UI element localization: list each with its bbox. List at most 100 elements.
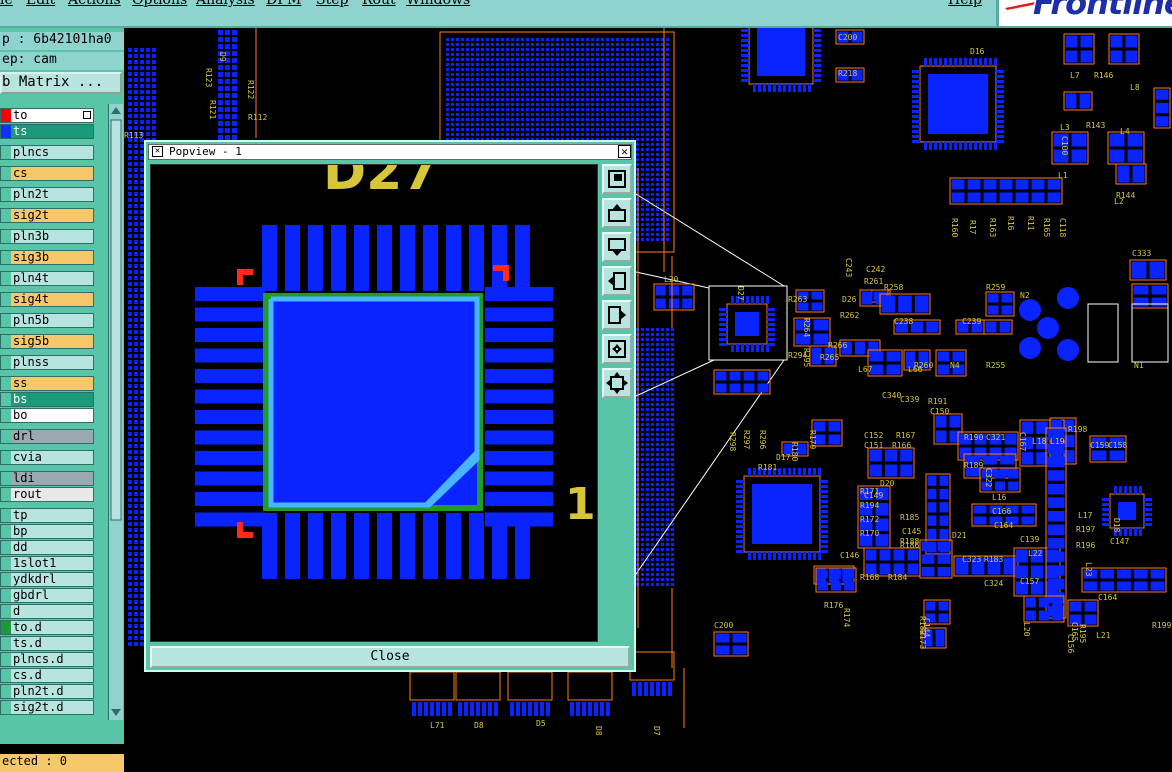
bga-ball: [511, 88, 514, 91]
pan-up-button[interactable]: [602, 198, 632, 228]
menu-step[interactable]: Step: [316, 0, 349, 8]
layer-item-pln3b[interactable]: pln3b: [0, 229, 94, 244]
job-matrix-button[interactable]: b Matrix ...: [0, 72, 122, 94]
bga-ball: [466, 83, 469, 86]
layer-item-pln2t[interactable]: pln2t: [0, 187, 94, 202]
component-pad: [886, 364, 901, 375]
component-pad: [925, 613, 936, 623]
layer-item-pln2t-d[interactable]: pln2t.d: [0, 684, 94, 699]
bga-ball: [576, 108, 579, 111]
bga-ball: [134, 174, 138, 178]
pan-right-button[interactable]: [602, 300, 632, 330]
bga-ball: [671, 578, 674, 581]
component-pad: [859, 503, 873, 516]
diode-pin: [424, 702, 428, 716]
layer-item-rout[interactable]: rout: [0, 487, 94, 502]
layer-menu-icon[interactable]: [83, 111, 91, 119]
window-menu-icon[interactable]: ✕: [152, 146, 163, 157]
layer-item-sig5b[interactable]: sig5b: [0, 334, 94, 349]
layer-item-bs[interactable]: bs: [0, 392, 94, 407]
popview-close-button[interactable]: Close: [150, 646, 630, 668]
layer-item-gbdrl[interactable]: gbdrl: [0, 588, 94, 603]
layer-item-sig2t-d[interactable]: sig2t.d: [0, 700, 94, 715]
bga-ball: [461, 128, 464, 131]
menu-actions[interactable]: Actions: [68, 0, 121, 8]
bga-ball: [596, 43, 599, 46]
zoom-out-button[interactable]: [602, 368, 632, 398]
layer-item-d[interactable]: d: [0, 604, 94, 619]
layer-item-cvia[interactable]: cvia: [0, 450, 94, 465]
component-pad: [1100, 581, 1115, 591]
layer-item-bp[interactable]: bp: [0, 524, 94, 539]
layer-item-ydkdrl[interactable]: ydkdrl: [0, 572, 94, 587]
layer-item-ss[interactable]: ss: [0, 376, 94, 391]
layer-item-pln4t[interactable]: pln4t: [0, 271, 94, 286]
layer-item-plncs-d[interactable]: plncs.d: [0, 652, 94, 667]
layer-item-to-d[interactable]: to.d: [0, 620, 94, 635]
layer-item-ts[interactable]: ts: [0, 124, 94, 139]
bga-ball: [666, 233, 669, 236]
bga-ball: [134, 420, 138, 424]
silkscreen-label: R255: [986, 361, 1005, 370]
bga-ball: [140, 570, 144, 574]
bga-ball: [140, 198, 144, 202]
component-pad: [859, 487, 873, 500]
zoom-in-button[interactable]: [602, 334, 632, 364]
menu-analysis[interactable]: Analysis: [196, 0, 255, 8]
layer-item-sig4t[interactable]: sig4t: [0, 292, 94, 307]
bga-ball: [140, 144, 144, 148]
layer-item-bo[interactable]: bo: [0, 408, 94, 423]
layer-item-ldi[interactable]: ldi: [0, 471, 94, 486]
silkscreen-label: C118: [1058, 218, 1067, 237]
bga-ball: [521, 103, 524, 106]
layer-item-sig2t[interactable]: sig2t: [0, 208, 94, 223]
layer-item-1slot1[interactable]: 1slot1: [0, 556, 94, 571]
close-icon[interactable]: ✕: [618, 145, 631, 158]
bga-ball: [140, 138, 144, 142]
bga-ball: [152, 54, 156, 58]
bga-ball: [506, 43, 509, 46]
bga-ball: [601, 133, 604, 136]
pin1-chamfer: [424, 450, 480, 508]
layer-item-sig3b[interactable]: sig3b: [0, 250, 94, 265]
bga-ball: [661, 423, 664, 426]
bga-ball: [140, 402, 144, 406]
bga-ball: [521, 63, 524, 66]
layer-item-cs-d[interactable]: cs.d: [0, 668, 94, 683]
bga-ball: [140, 162, 144, 166]
menu-options[interactable]: Options: [132, 0, 188, 8]
layer-item-plnss[interactable]: plnss: [0, 355, 94, 370]
menu-rout[interactable]: Rout: [362, 0, 396, 8]
menu-edit[interactable]: Edit: [26, 0, 56, 8]
component-pad: [868, 341, 879, 355]
menu-file[interactable]: le: [0, 0, 13, 8]
layer-item-ts-d[interactable]: ts.d: [0, 636, 94, 651]
zoom-window-button[interactable]: [602, 164, 632, 194]
layer-item-dd[interactable]: dd: [0, 540, 94, 555]
bga-ball: [651, 428, 654, 431]
layer-list-scrollbar[interactable]: [108, 104, 123, 720]
pan-down-button[interactable]: [602, 232, 632, 262]
layer-item-drl[interactable]: drl: [0, 429, 94, 444]
qfp-pin-bottom: [515, 513, 530, 579]
pan-left-icon: [608, 272, 626, 290]
popview-titlebar[interactable]: ✕ Popview - 1: [148, 144, 632, 160]
menu-help[interactable]: Help: [948, 0, 982, 8]
diode-pin: [650, 682, 654, 696]
layer-item-plncs[interactable]: plncs: [0, 145, 94, 160]
bga-ball: [661, 363, 664, 366]
bga-ball: [134, 114, 138, 118]
layer-item-tp[interactable]: tp: [0, 508, 94, 523]
pan-left-button[interactable]: [602, 266, 632, 296]
menu-windows[interactable]: Windows: [406, 0, 471, 8]
via-pad: [232, 128, 237, 133]
bga-ball: [128, 504, 132, 508]
bga-ball: [146, 132, 150, 136]
layer-item-to[interactable]: to: [0, 108, 94, 123]
layer-item-cs[interactable]: cs: [0, 166, 94, 181]
bga-ball: [661, 548, 664, 551]
layer-item-pln5b[interactable]: pln5b: [0, 313, 94, 328]
menu-dfm[interactable]: DFM: [266, 0, 302, 8]
silkscreen-label: C238: [894, 317, 913, 326]
